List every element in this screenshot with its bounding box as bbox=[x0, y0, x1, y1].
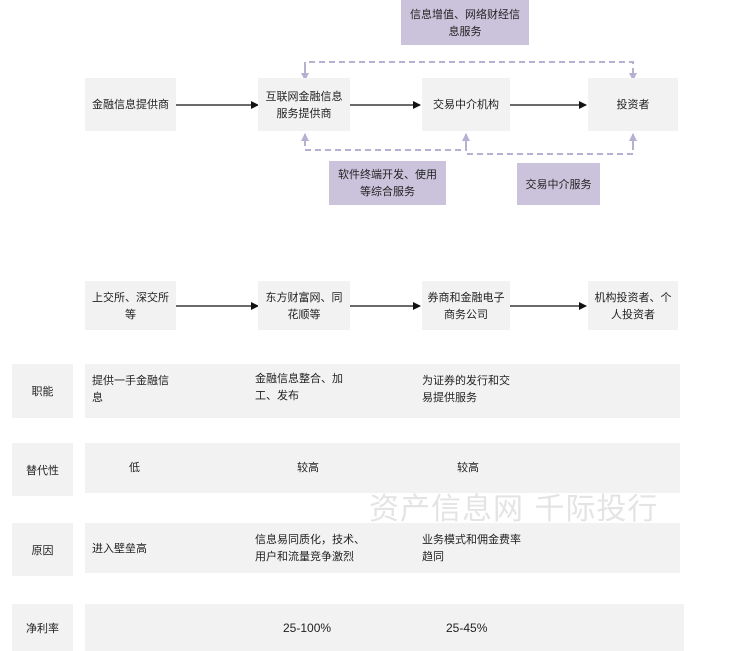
chain-box-portals: 东方财富网、同 花顺等 bbox=[258, 281, 350, 330]
label-value-added-service: 信息增值、网络财经信 息服务 bbox=[401, 0, 529, 45]
box-internet-info-service: 互联网金融信息 服务提供商 bbox=[258, 78, 350, 131]
row-label-reason: 原因 bbox=[12, 523, 73, 576]
dashed-trade-loop bbox=[465, 140, 634, 155]
row-band-function bbox=[85, 364, 680, 418]
cell-substitutability-intermediary: 较高 bbox=[457, 461, 479, 474]
dashed-value-added-loop bbox=[304, 61, 634, 78]
box-trade-intermediary: 交易中介机构 bbox=[422, 78, 510, 131]
cell-reason-provider: 进入壁垒高 bbox=[92, 542, 147, 555]
row-label-function: 职能 bbox=[12, 364, 73, 418]
cell-net-margin-internet: 25-100% bbox=[283, 621, 332, 635]
label-software-service: 软件终端开发、使用 等综合服务 bbox=[329, 161, 446, 205]
chain-box-brokers: 券商和金融电子 商务公司 bbox=[422, 281, 510, 330]
cell-substitutability-internet: 较高 bbox=[297, 461, 319, 474]
cell-reason-internet: 信息易同质化，技术、 用户和流量竞争激烈 bbox=[255, 533, 365, 563]
cell-net-margin-intermediary: 25-45% bbox=[446, 621, 488, 635]
row-label-substitutability: 替代性 bbox=[12, 443, 73, 496]
watermark-text: 资产信息网 千际投行 bbox=[369, 492, 659, 527]
row-band-reason bbox=[85, 523, 680, 573]
label-trade-intermediary-service: 交易中介服务 bbox=[517, 163, 600, 205]
chain-box-investors: 机构投资者、个 人投资者 bbox=[588, 281, 678, 330]
row-label-net-margin: 净利率 bbox=[12, 604, 73, 651]
row-band-substitutability bbox=[85, 443, 680, 493]
box-investor: 投资者 bbox=[588, 78, 678, 131]
cell-reason-intermediary: 业务模式和佣金费率 趋同 bbox=[422, 533, 521, 563]
dashed-software-loop bbox=[304, 140, 467, 151]
cell-function-intermediary: 为证券的发行和交 易提供服务 bbox=[422, 374, 510, 404]
cell-function-provider: 提供一手金融信 息 bbox=[92, 374, 169, 404]
chain-box-exchanges: 上交所、深交所 等 bbox=[85, 281, 176, 330]
cell-function-internet: 金融信息整合、加 工、发布 bbox=[255, 372, 343, 402]
box-financial-info-provider: 金融信息提供商 bbox=[85, 78, 176, 131]
cell-substitutability-provider: 低 bbox=[129, 461, 140, 474]
row-band-net-margin bbox=[85, 604, 684, 651]
